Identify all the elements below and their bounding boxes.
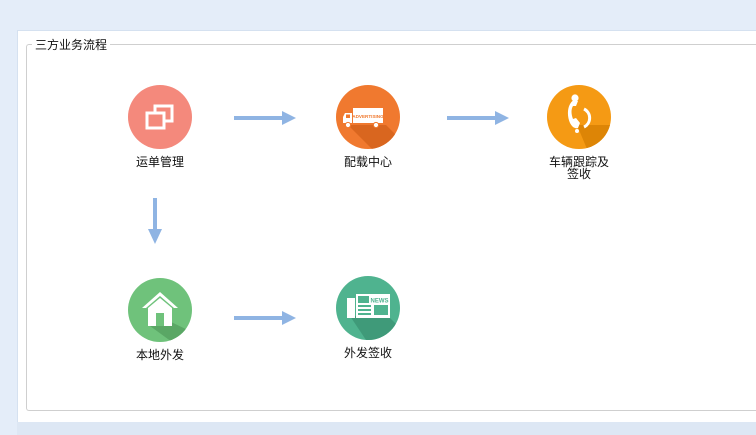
bottom-bar bbox=[17, 422, 756, 435]
node-vehicle-tracking[interactable]: 车辆跟踪及签收 bbox=[524, 85, 634, 180]
news-text: NEWS bbox=[371, 299, 389, 305]
node-waybill-management[interactable]: 运单管理 bbox=[105, 85, 215, 168]
arrow-right-icon bbox=[234, 311, 296, 325]
node-label-waybill: 运单管理 bbox=[135, 155, 184, 169]
node-label-local: 本地外发 bbox=[135, 348, 184, 362]
process-fieldset bbox=[26, 44, 756, 411]
node-outsource-receipt[interactable]: NEWS 外发签收 bbox=[313, 276, 423, 359]
node-loading-center[interactable]: ADVERTISING 配载中心 bbox=[313, 85, 423, 168]
node-label-loading: 配载中心 bbox=[343, 155, 392, 169]
phone-icon bbox=[547, 85, 611, 149]
arrow-right-icon bbox=[234, 111, 296, 125]
truck-ad-text: ADVERTISING bbox=[352, 114, 384, 119]
node-local-dispatch[interactable]: 本地外发 bbox=[105, 278, 215, 361]
house-icon bbox=[128, 278, 192, 342]
node-label-outsource: 外发签收 bbox=[343, 346, 392, 360]
node-label-tracking: 车辆跟踪及签收 bbox=[548, 155, 609, 181]
arrow-down-icon bbox=[148, 198, 162, 244]
truck-icon: ADVERTISING bbox=[336, 85, 400, 149]
news-icon: NEWS bbox=[336, 276, 400, 340]
arrow-right-icon bbox=[447, 111, 509, 125]
windows-icon bbox=[128, 85, 192, 149]
section-title: 三方业务流程 bbox=[32, 38, 111, 52]
